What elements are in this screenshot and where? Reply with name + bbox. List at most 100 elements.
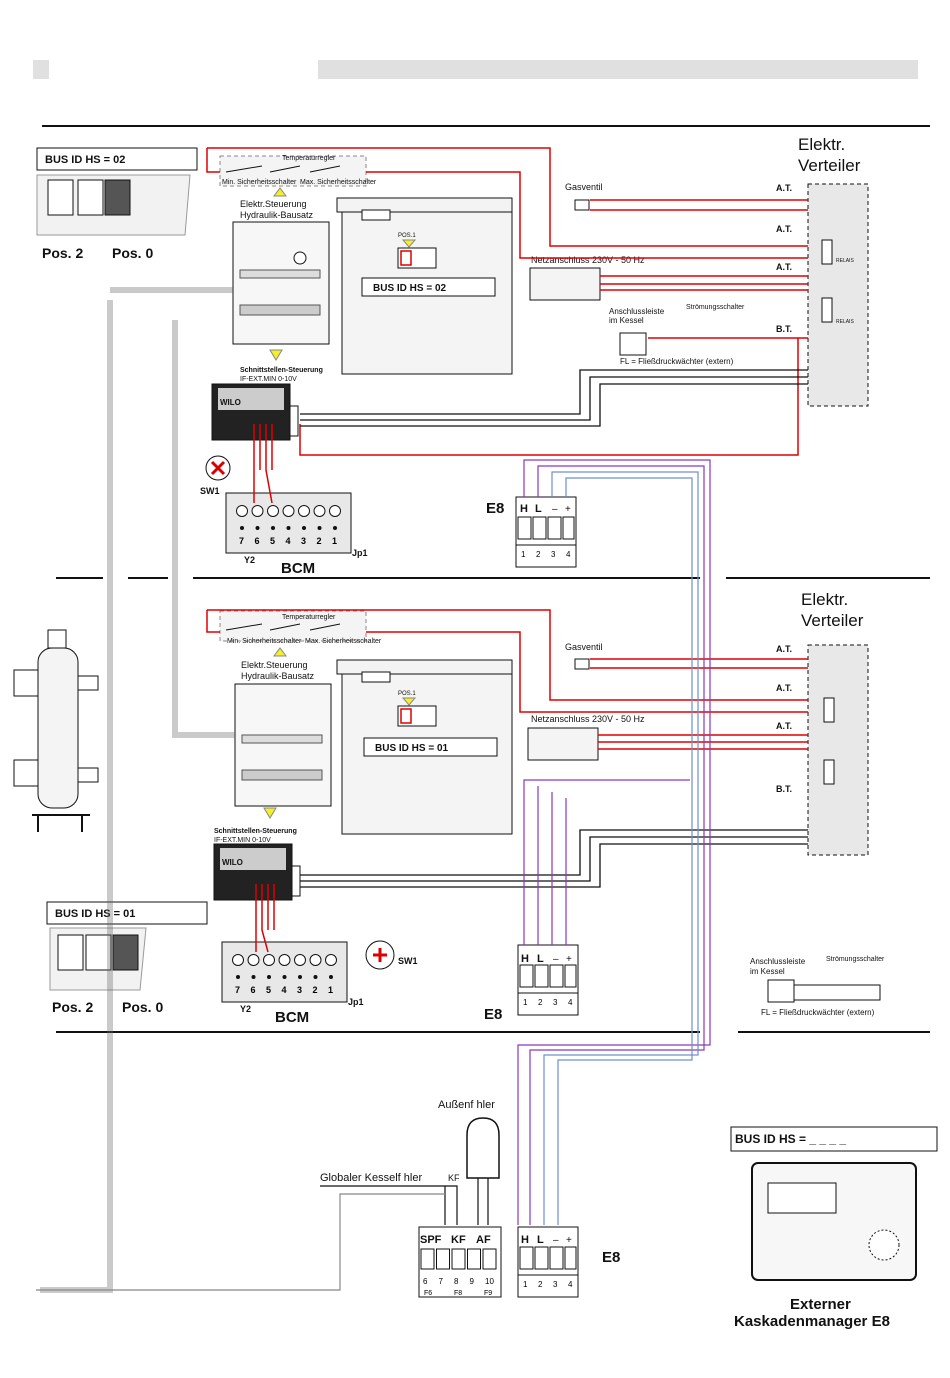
- top-pos2-label: Pos. 2: [42, 245, 83, 261]
- svg-text:WILO: WILO: [222, 858, 243, 867]
- mid-bcm-terminal-number: 2: [313, 985, 318, 995]
- top-bus-id-box: [36, 147, 198, 171]
- mid-bcm-terminal-number: 4: [282, 985, 287, 995]
- top-temp-regler-label: Temperaturregler: [282, 155, 336, 162]
- mid-bcm-screw: [263, 954, 275, 966]
- e8-terminal-number: 3: [551, 550, 556, 559]
- mid-verteiler-label-1: Elektr.: [801, 590, 848, 609]
- mid-hydraulic-kit: [234, 683, 332, 807]
- mid-gasventil-label: Gasventil: [565, 642, 603, 652]
- bottom-section: Außenf hler Globaler Kesself hler KF SPF…: [36, 1099, 938, 1330]
- sensor-terminal-number: 9: [470, 1277, 475, 1286]
- top-at-label-1: A.T.: [776, 183, 792, 193]
- top-relais-label-1: RELAIS: [836, 258, 854, 264]
- top-bcm-module: [225, 492, 352, 554]
- ext-label-2: Kaskadenmanager E8: [734, 1313, 890, 1330]
- mid-netzanschluss-label: Netzanschluss 230V - 50 Hz: [531, 714, 645, 724]
- mid-e8-label: E8: [484, 1006, 502, 1023]
- spf-label: SPF: [420, 1234, 442, 1246]
- top-bcm-terminal-number: 5: [270, 536, 275, 546]
- hydraulic-separator: [37, 647, 79, 809]
- top-bcm-screw: [282, 505, 295, 517]
- bot-bus-id-label: BUS ID HS = _ _ _ _: [735, 1132, 846, 1146]
- mid-bus-id-label: BUS ID HS = 01: [55, 908, 135, 920]
- top-at-label-3: A.T.: [776, 262, 792, 272]
- mid-e8-l: L: [537, 953, 544, 965]
- top-inner-bus-id-label: BUS ID HS = 02: [373, 283, 447, 294]
- mid-fl-note: FL = Fließdruckwächter (extern): [761, 1008, 875, 1017]
- top-fl-note: FL = Fließdruckwächter (extern): [620, 357, 734, 366]
- mid-bcm-screw: [325, 954, 337, 966]
- aussenfuehler-label: Außenf hler: [438, 1099, 495, 1111]
- top-bcm-terminal-number: 1: [332, 536, 337, 546]
- e8-terminal-number: 4: [566, 550, 571, 559]
- global-kessel-label: Globaler Kesself hler: [320, 1172, 422, 1184]
- sensor-terminal-number: 10: [485, 1277, 494, 1286]
- top-y2-label: Y2: [244, 555, 255, 565]
- sensor-f-label: F8: [454, 1290, 462, 1297]
- top-schnittstellen-label: Schnittstellen-Steuerung: [240, 367, 323, 374]
- top-e8-label: E8: [486, 500, 504, 517]
- sensor-terminal-number: 8: [454, 1277, 459, 1286]
- mid-bcm-terminal-number: 5: [266, 985, 271, 995]
- top-bcm-terminal-number: 7: [239, 536, 244, 546]
- top-min-switch-label: Min. Sicherheitsschalter: [222, 179, 297, 186]
- top-bcm-screw: [298, 505, 310, 517]
- top-bcm-screw: [236, 505, 248, 517]
- top-pos0-label: Pos. 0: [112, 245, 153, 261]
- mid-anschlussleiste-2: im Kessel: [750, 967, 785, 976]
- top-anschlussleiste-1: Anschlussleiste: [609, 307, 665, 316]
- mid-verteiler-label-2: Verteiler: [801, 611, 864, 630]
- top-bcm-terminal-number: 3: [301, 536, 306, 546]
- outside-sensor-icon: [466, 1117, 500, 1179]
- bot-e8-l: L: [537, 1234, 544, 1246]
- mid-anschlussleiste-1: Anschlussleiste: [750, 957, 806, 966]
- mid-bcm-screw: [309, 954, 322, 966]
- mid-switch-pos0-icon: [85, 934, 112, 971]
- e8-terminal-number: 1: [523, 1280, 528, 1289]
- mid-inner-bus-id-label: BUS ID HS = 01: [375, 743, 449, 754]
- mid-min-switch-label: Min. Sicherheitsschalter: [227, 638, 302, 645]
- top-bcm-label: BCM: [281, 560, 315, 577]
- bot-bus-id-box: [730, 1126, 938, 1152]
- e8-terminal-number: 1: [523, 998, 528, 1007]
- top-gasventil-label: Gasventil: [565, 182, 603, 192]
- top-if-ext-label: IF-EXT.MIN 0-10V: [240, 376, 297, 383]
- e8-terminal-number: 2: [538, 1280, 543, 1289]
- e8-terminal-number: 3: [553, 998, 558, 1007]
- mid-schnittstellen-label: Schnittstellen-Steuerung: [214, 828, 297, 835]
- top-bcm-screw: [251, 505, 264, 517]
- mid-bcm-terminal-number: 7: [235, 985, 240, 995]
- mid-bcm-screw: [247, 954, 260, 966]
- mid-e8-minus: –: [553, 954, 559, 965]
- bot-e8-label: E8: [602, 1249, 620, 1266]
- mid-at-label-1: A.T.: [776, 644, 792, 654]
- svg-text:WILO: WILO: [220, 398, 241, 407]
- mid-sw1-label: SW1: [398, 956, 418, 966]
- e8-terminal-number: 2: [538, 998, 543, 1007]
- top-verteiler-label-1: Elektr.: [798, 135, 845, 154]
- mid-y2-label: Y2: [240, 1004, 251, 1014]
- top-jp1-label: Jp1: [352, 548, 368, 558]
- middle-section: Temperaturregler Min. Sicherheitsschalte…: [46, 590, 885, 1026]
- kaskadenmanager-device: [751, 1162, 917, 1281]
- mid-if-ext-label: IF-EXT.MIN 0-10V: [214, 837, 271, 844]
- bot-e8-minus: –: [553, 1235, 559, 1246]
- mid-bcm-terminal-number: 6: [251, 985, 256, 995]
- mid-temperature-regulator-box: [219, 610, 367, 642]
- top-verteiler-label-2: Verteiler: [798, 156, 861, 175]
- mid-bcm-screw: [294, 954, 306, 966]
- header-gray-block: [33, 60, 49, 79]
- mid-bus-id-box: [46, 901, 208, 925]
- mid-bcm-terminal-number: 3: [297, 985, 302, 995]
- kf-label: KF: [448, 1173, 460, 1183]
- mid-netz-connector: [527, 727, 599, 761]
- sensor-terminal-number: 6: [423, 1277, 428, 1286]
- top-bt-label: B.T.: [776, 324, 792, 334]
- top-e8-plus: +: [565, 504, 571, 515]
- mid-inner-bus-id-box: [363, 737, 498, 757]
- top-gasventil-icon: [574, 199, 590, 211]
- mid-pos0-label: Pos. 0: [122, 999, 163, 1015]
- mid-pos2-label: Pos. 2: [52, 999, 93, 1015]
